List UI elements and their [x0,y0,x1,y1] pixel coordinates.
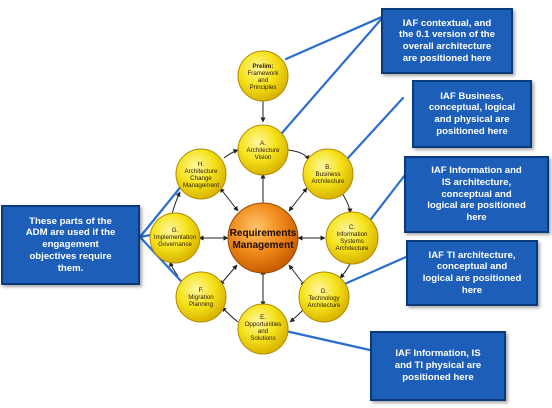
node-d-line: Architecture [307,302,341,309]
node-e-line: Opportunities [245,321,282,328]
node-h-line: H. [198,161,204,168]
node-c-line: Information [337,231,369,238]
spoke-f [219,264,238,286]
node-c-line: C. [349,224,355,231]
spoke-d [288,264,306,287]
arrow-e-f [221,306,239,323]
node-d-line: Technology [308,295,340,302]
node-f-line: Planning [189,301,214,308]
callout-engagement-text: These parts of the ADM are used if the e… [25,215,116,274]
spoke-b [288,187,308,212]
arrow-c-d [339,261,352,279]
callout-information-text: IAF Information and IS architecture, con… [427,165,526,224]
node-a-line: Vision [255,154,272,161]
node-a-line: Architecture [246,147,280,154]
center-node-line: Requirements [230,228,297,239]
callout-contextual-text: IAF contextual, and the 0.1 version of t… [399,17,495,64]
callout-engagement: These parts of the ADM are used if the e… [1,205,140,285]
node-prelim-circle [237,50,289,102]
node-prelim-line: Principles [250,84,277,91]
callout-physical-text: IAF Information, IS and TI physical are … [394,348,482,383]
node-g-line: Governance [158,241,192,248]
node-d-circle [298,271,350,323]
callout-ti-text: IAF TI architecture, conceptual and logi… [422,249,522,296]
node-e-circle [237,303,289,355]
node-prelim-line: Prelim: [253,63,274,70]
node-c-line: Systems [340,238,364,245]
node-h-line: Management [183,182,219,189]
node-a-circle [237,124,289,176]
node-f-line: Migration [188,294,214,301]
node-c-line: Architecture [335,245,369,252]
node-e-line: E. [260,314,266,321]
node-f-circle [175,271,227,323]
node-f-line: F. [199,287,204,294]
node-b-circle [302,148,354,200]
callout-contextual: IAF contextual, and the 0.1 version of t… [381,8,513,74]
node-b-line: Business [315,171,340,178]
node-g-circle [149,212,201,264]
node-e-line: Solutions [250,335,275,342]
arrow-h-a [223,149,239,159]
leader-physical [279,328,372,352]
node-c-circle [325,211,379,265]
center-node-circle [227,202,299,274]
node-b-line: Architecture [311,178,345,185]
node-g-line: G. [172,227,179,234]
arrow-a-b [287,149,310,161]
node-a-line: A. [260,140,266,147]
node-d-line: D. [321,288,327,295]
callout-business-text: IAF Business, conceptual, logical and ph… [428,90,516,137]
node-e-line: and [258,328,269,335]
node-h-line: Architecture [184,168,218,175]
leader-business [335,96,405,172]
arrow-g-h [171,191,181,215]
callout-business: IAF Business, conceptual, logical and ph… [412,80,532,148]
node-h-circle [175,148,227,200]
callout-physical: IAF Information, IS and TI physical are … [370,331,506,401]
node-prelim-line: Framework [248,70,280,77]
spoke-h [219,187,239,212]
node-prelim-line: and [258,77,269,84]
center-node-line: Management [232,240,294,251]
node-g-line: Implementation [154,234,197,241]
callout-ti: IAF TI architecture, conceptual and logi… [406,240,538,306]
node-h-line: Change [190,175,212,182]
leader-contextual-1 [284,14,386,61]
node-b-line: B. [325,164,331,171]
callout-information: IAF Information and IS architecture, con… [404,156,549,233]
leader-contextual-2 [266,14,386,151]
